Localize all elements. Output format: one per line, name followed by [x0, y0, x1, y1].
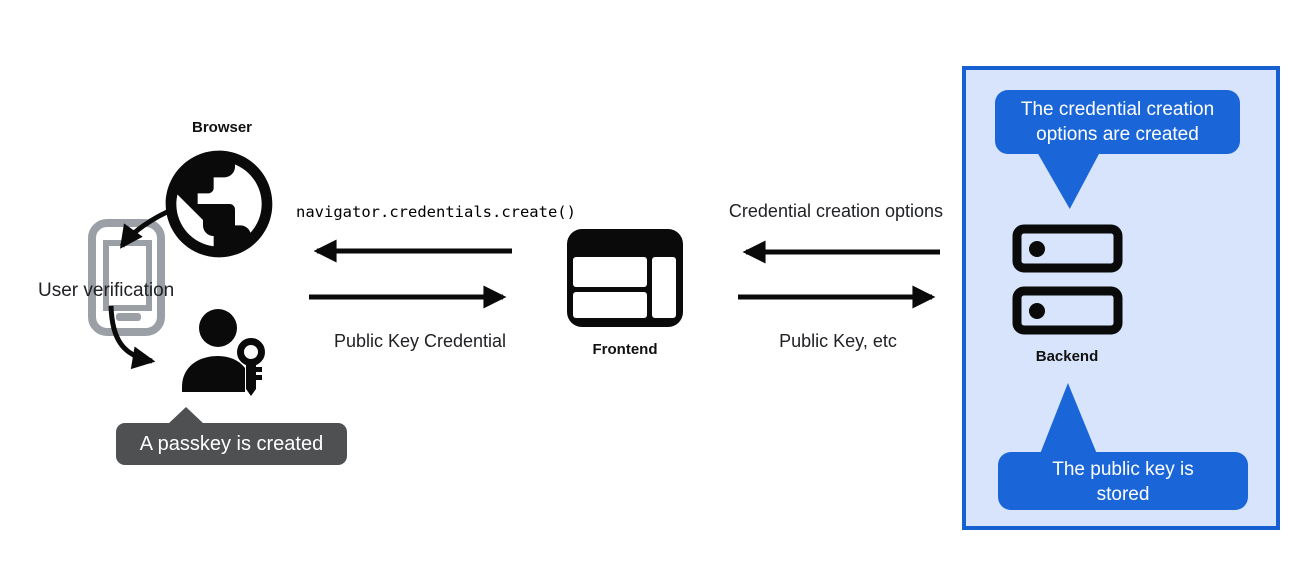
user-key-icon	[182, 309, 265, 396]
credential-creation-options-label: Credential creation options	[728, 201, 944, 221]
browser-window-icon	[567, 229, 683, 327]
passkey-tooltip: A passkey is created	[116, 407, 347, 465]
user-verification-label: User verification	[38, 280, 175, 301]
options-created-bubble: The credential creation options are crea…	[995, 90, 1240, 154]
arrow-phone-to-passkey	[108, 305, 156, 370]
frontend-label: Frontend	[592, 341, 658, 358]
passkey-tooltip-text: A passkey is created	[139, 433, 324, 455]
backend-panel: The credential creation options are crea…	[962, 66, 1280, 530]
globe-icon	[165, 150, 273, 258]
server-icon	[1012, 224, 1123, 335]
public-key-etc-label: Public Key, etc	[779, 331, 897, 351]
stored-bubble-pointer	[1040, 383, 1097, 454]
backend-label: Backend	[1035, 348, 1099, 365]
options-bubble-pointer	[1037, 152, 1100, 209]
browser-label: Browser	[191, 119, 253, 136]
public-key-credential-label: Public Key Credential	[333, 331, 507, 351]
public-key-stored-bubble: The public key is stored	[998, 452, 1248, 510]
tooltip-pointer	[168, 407, 204, 424]
smartphone-icon	[88, 219, 165, 336]
api-call-label: navigator.credentials.create()	[296, 203, 576, 221]
